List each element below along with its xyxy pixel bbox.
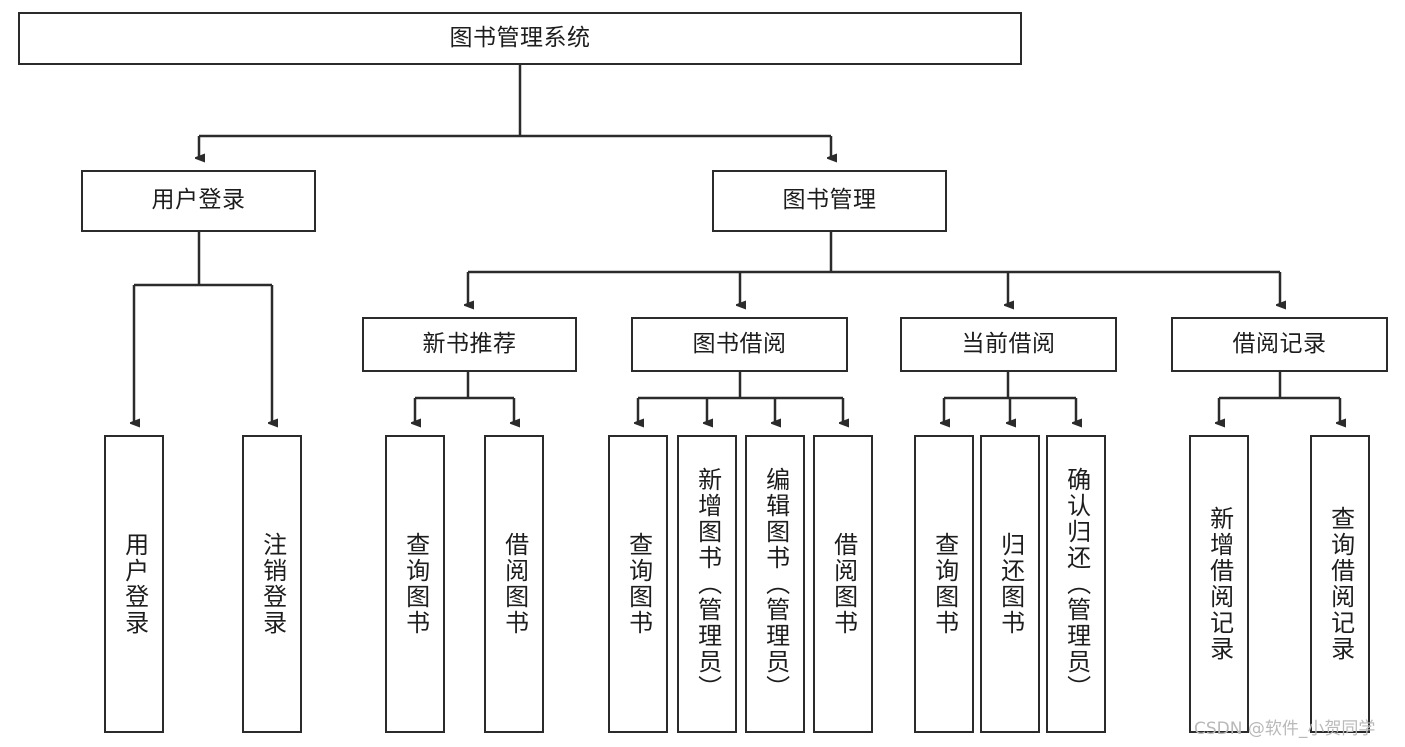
leaf-borrow-book[interactable]: 借阅图书 [813, 435, 873, 733]
node-label: 编辑图书（管理员） [761, 467, 790, 701]
node-label: 图书管理系统 [449, 24, 591, 51]
leaf-add-book-admin[interactable]: 新增图书（管理员） [677, 435, 737, 733]
leaf-return-book[interactable]: 归还图书 [980, 435, 1040, 733]
node-label: 查询图书 [401, 532, 430, 636]
leaf-add-borrow-record[interactable]: 新增借阅记录 [1189, 435, 1249, 733]
leaf-logout-login[interactable]: 注销登录 [242, 435, 302, 733]
node-label: 借阅记录 [1232, 330, 1327, 357]
leaf-edit-book-admin[interactable]: 编辑图书（管理员） [745, 435, 805, 733]
node-label: 借阅图书 [829, 532, 858, 636]
node-label: 用户登录 [120, 532, 149, 636]
leaf-user-login[interactable]: 用户登录 [104, 435, 164, 733]
leaf-query-borrow-record[interactable]: 查询借阅记录 [1310, 435, 1370, 733]
node-label: 新增图书（管理员） [693, 467, 722, 701]
node-label: 查询借阅记录 [1326, 506, 1355, 662]
node-label: 注销登录 [258, 532, 287, 636]
leaf-query-book-current[interactable]: 查询图书 [914, 435, 974, 733]
node-label: 用户登录 [151, 187, 246, 214]
node-label: 新书推荐 [422, 330, 517, 357]
node-current-borrow[interactable]: 当前借阅 [900, 317, 1117, 372]
leaf-query-book-recommend[interactable]: 查询图书 [385, 435, 445, 733]
node-label: 确认归还（管理员） [1062, 467, 1091, 701]
csdn-watermark: CSDN @软件_小贺同学 [1194, 719, 1376, 739]
leaf-confirm-return-admin[interactable]: 确认归还（管理员） [1046, 435, 1106, 733]
node-book-borrow[interactable]: 图书借阅 [631, 317, 848, 372]
node-label: 新增借阅记录 [1205, 506, 1234, 662]
node-book-management[interactable]: 图书管理 [712, 170, 947, 232]
node-label: 归还图书 [996, 532, 1025, 636]
node-borrow-record[interactable]: 借阅记录 [1171, 317, 1388, 372]
node-new-book-recommend[interactable]: 新书推荐 [362, 317, 577, 372]
node-label: 图书管理 [782, 187, 877, 214]
node-root-system[interactable]: 图书管理系统 [18, 12, 1022, 65]
node-label: 图书借阅 [692, 330, 787, 357]
node-label: 查询图书 [624, 532, 653, 636]
leaf-borrow-book-recommend[interactable]: 借阅图书 [484, 435, 544, 733]
leaf-query-book-borrow[interactable]: 查询图书 [608, 435, 668, 733]
node-label: 借阅图书 [500, 532, 529, 636]
node-user-login[interactable]: 用户登录 [81, 170, 316, 232]
node-label: 查询图书 [930, 532, 959, 636]
node-label: 当前借阅 [961, 330, 1056, 357]
